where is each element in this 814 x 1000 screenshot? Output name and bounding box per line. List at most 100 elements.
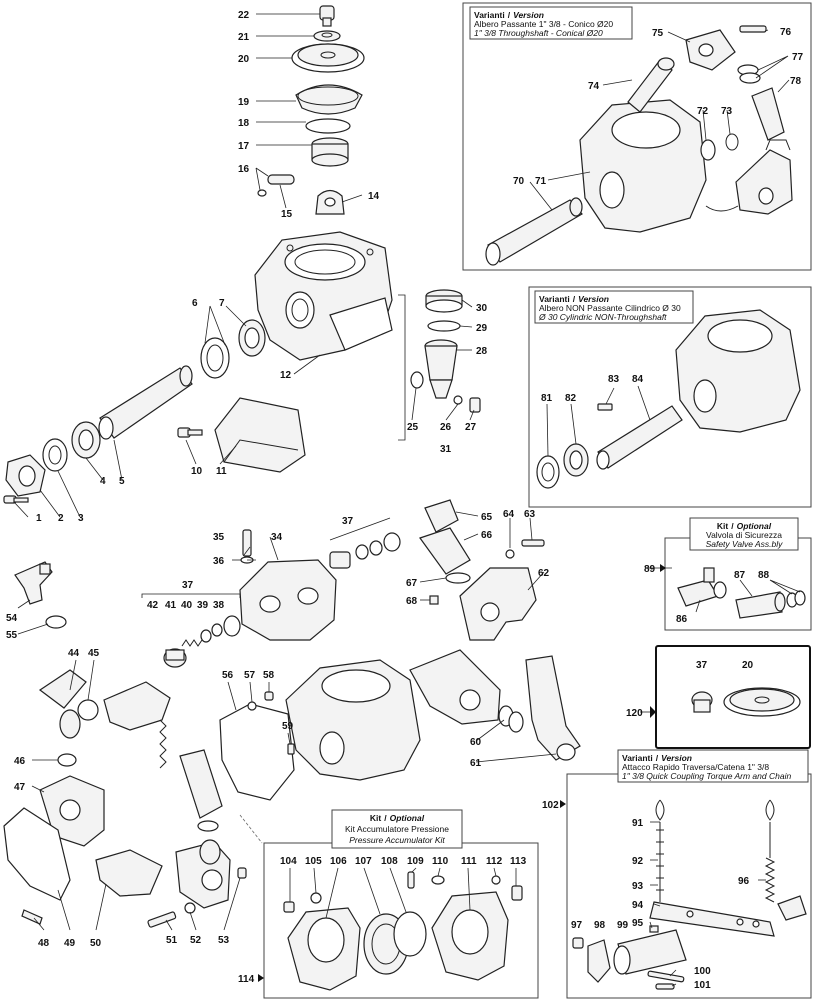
kit-120-callout-20: 20 (742, 660, 754, 671)
header-kit-safety: Kit/Optional Valvola di Sicurezza Safety… (706, 521, 784, 549)
part-106-bottom-shell (287, 907, 361, 991)
part-39-ring (211, 623, 223, 637)
callout-101: 101 (694, 980, 711, 991)
header-tag: Varianti/Version (474, 10, 544, 20)
part-2-flange (5, 454, 46, 497)
part-84b-body (675, 309, 801, 433)
part-105-washer (310, 892, 322, 904)
part-101-pin (655, 983, 675, 990)
header-line-it: Attacco Rapido Traversa/Catena 1" 3/8 (622, 762, 769, 772)
header-version-conical: Varianti/Version Albero Passante 1" 3/8 … (474, 10, 613, 38)
callout-1: 1 (36, 513, 42, 524)
part-27-screw (469, 397, 481, 413)
part-52-washer (184, 902, 196, 914)
callout-61: 61 (470, 758, 482, 769)
part-17-piston (311, 137, 349, 167)
lower-pump-body (285, 649, 501, 781)
part-64-washer (505, 549, 515, 559)
callout-10: 10 (191, 466, 203, 477)
group-31-bracket (398, 294, 406, 441)
part-51-bolt (147, 911, 177, 928)
callout-105: 105 (305, 856, 322, 867)
part-14-conrod (315, 189, 345, 215)
callout-106: 106 (330, 856, 347, 867)
part-30-cap (425, 289, 463, 313)
part-18-oring (305, 118, 351, 134)
part-99-tube (613, 929, 687, 975)
callout-58: 58 (263, 670, 275, 681)
part-20-cover (291, 43, 365, 73)
part-75-fitting (685, 29, 736, 71)
header-line-en: Ø 30 Cylindric NON-Throughshaft (538, 312, 667, 322)
part-60-rings (498, 705, 524, 733)
callout-113: 113 (510, 856, 527, 867)
part-46-ring (57, 753, 77, 767)
callout-19: 19 (238, 97, 250, 108)
part-109-valve (407, 871, 415, 889)
header-line-en: 1" 3/8 Quick Coupling Torque Arm and Cha… (622, 771, 791, 781)
part-34-valve-head (239, 559, 337, 641)
callout-38: 38 (213, 600, 225, 611)
part-58-nut (264, 691, 274, 701)
part-11-bracket (214, 397, 306, 473)
part-59-screw (287, 743, 295, 755)
part-111-top-shell (431, 891, 509, 981)
part-4-bearing (71, 421, 101, 459)
part-72-ring (700, 139, 716, 161)
callout-18: 18 (238, 118, 250, 129)
header-tag: Varianti/Version (539, 294, 609, 304)
part-84-shaft (596, 405, 683, 470)
version-box-cylindric (528, 286, 812, 508)
callout-34: 34 (271, 532, 283, 543)
callout-59: 59 (282, 721, 294, 732)
callout-62: 62 (538, 568, 550, 579)
callout-108: 108 (381, 856, 398, 867)
part-83-key (597, 403, 613, 411)
callout-99: 99 (617, 920, 629, 931)
part-40-ring (200, 629, 212, 643)
callout-39: 39 (197, 600, 209, 611)
part-67-oring (445, 572, 471, 584)
callout-86: 86 (676, 614, 688, 625)
part-48-pin (21, 909, 43, 925)
callout-25: 25 (407, 422, 419, 433)
part-71-body (579, 99, 707, 233)
callout-114: 114 (238, 974, 255, 985)
callout-16: 16 (238, 164, 250, 175)
callout-84: 84 (632, 374, 644, 385)
part-91-hook (655, 799, 775, 821)
part-94-torque-arm (649, 901, 775, 937)
kit-120-part-37 (691, 691, 713, 713)
part-110-oring (431, 875, 445, 885)
callout-120: 120 (626, 708, 643, 719)
part-22-cap (319, 5, 335, 27)
callout-45: 45 (88, 648, 100, 659)
callout-37-lower: 37 (182, 580, 194, 591)
callout-94: 94 (632, 900, 644, 911)
callout-75: 75 (652, 28, 664, 39)
callout-51: 51 (166, 935, 178, 946)
part-1-screw (3, 495, 29, 504)
header-version-cylindric: Varianti/Version Albero NON Passante Cil… (538, 294, 681, 322)
callout-67: 67 (406, 578, 418, 589)
part-5-shaft (98, 365, 193, 440)
part-10-bolt (177, 427, 203, 438)
part-28-cup (424, 339, 458, 399)
callout-107: 107 (355, 856, 372, 867)
callout-104: 104 (280, 856, 297, 867)
part-19-housing (295, 84, 363, 115)
part-73-clip (725, 133, 739, 151)
callout-20: 20 (238, 54, 250, 65)
callout-12: 12 (280, 370, 292, 381)
part-center-pipe (179, 749, 223, 865)
group-37b-bracket (141, 593, 241, 598)
callout-21: 21 (238, 32, 250, 43)
callout-74: 74 (588, 81, 600, 92)
part-16-pin (257, 174, 295, 197)
part-113-screw (511, 885, 523, 901)
version-box-coupling (566, 749, 812, 999)
part-70-shaft (485, 197, 583, 266)
callout-40: 40 (181, 600, 193, 611)
part-49-gasket (3, 807, 71, 901)
part-57-washer (247, 701, 257, 711)
